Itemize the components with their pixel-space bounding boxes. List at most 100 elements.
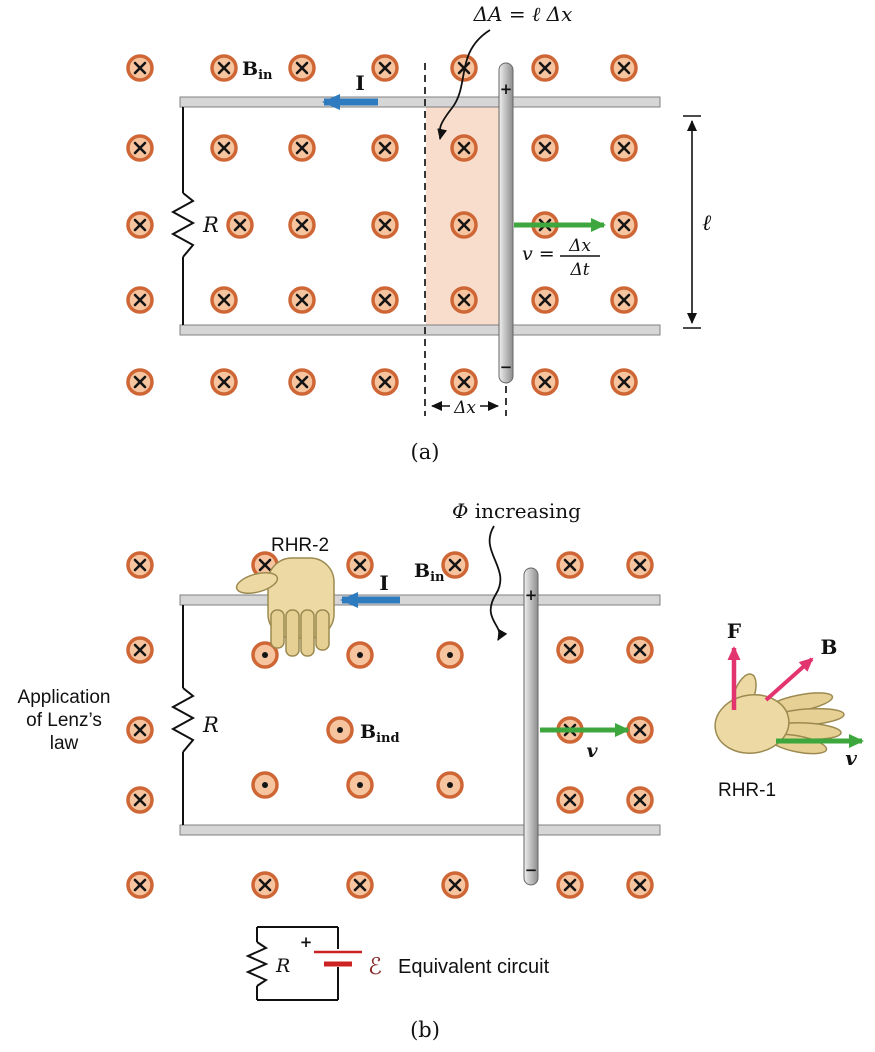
b-in-main-b: B xyxy=(414,560,430,582)
bottom-rail xyxy=(179,324,661,336)
rhr2-finger xyxy=(285,609,300,657)
rod-plus-sign-b: + xyxy=(525,586,538,604)
field-into-page-icon xyxy=(371,368,399,396)
resistor-zigzag-b xyxy=(170,687,196,753)
b-in-sub: in xyxy=(258,68,273,83)
field-into-page-icon xyxy=(126,786,154,814)
field-into-page-icon xyxy=(441,551,469,579)
rhr2-label: RHR-2 xyxy=(271,535,329,556)
battery-plus-sign: + xyxy=(300,933,313,951)
field-out-of-page-icon xyxy=(346,641,374,669)
field-into-page-icon xyxy=(126,368,154,396)
bottom-rail-b xyxy=(179,824,661,836)
top-rail xyxy=(179,96,661,108)
velocity-eq-prefix: v = xyxy=(522,243,555,265)
top-rail-b xyxy=(179,594,661,606)
field-into-page-icon xyxy=(126,551,154,579)
swept-area-label: ΔA = ℓ Δx xyxy=(473,2,573,26)
emf-label: ℰ xyxy=(368,954,382,980)
panel-b: RHR-2 + − I Bin Φ increasing Application… xyxy=(18,499,864,1042)
rod-minus-sign: − xyxy=(500,358,513,376)
resistor-zigzag xyxy=(170,192,196,258)
field-into-page-icon xyxy=(288,368,316,396)
field-into-page-icon xyxy=(556,551,584,579)
field-into-page-icon xyxy=(531,134,559,162)
field-into-page-icon xyxy=(126,716,154,744)
b-in-main: B xyxy=(242,58,258,80)
field-into-page-icon xyxy=(126,871,154,899)
flux-label: Φ increasing xyxy=(452,499,581,523)
field-into-page-icon xyxy=(626,636,654,664)
application-label-line3: law xyxy=(50,733,79,754)
circuit-resistor-label: R xyxy=(275,955,290,977)
field-into-page-icon xyxy=(610,286,638,314)
field-into-page-icon xyxy=(346,871,374,899)
field-out-of-page-icon xyxy=(346,771,374,799)
area-leader-arrow xyxy=(437,29,491,140)
field-into-page-icon xyxy=(531,286,559,314)
flux-leader-arrow xyxy=(488,525,508,641)
bfield-label: B xyxy=(821,635,838,659)
field-into-page-icon xyxy=(441,871,469,899)
b-in-label-b: Bin xyxy=(414,560,445,585)
application-label-line1: Application xyxy=(18,687,111,708)
field-into-page-icon xyxy=(531,368,559,396)
conducting-rod-b xyxy=(523,567,539,886)
field-into-page-icon xyxy=(610,211,638,239)
field-into-page-icon xyxy=(626,871,654,899)
field-into-page-icon xyxy=(450,134,478,162)
circuit-resistor-zigzag xyxy=(245,941,269,987)
velocity-eq-numerator: Δx xyxy=(568,236,591,256)
field-into-page-icon xyxy=(626,716,654,744)
length-label: ℓ xyxy=(702,211,712,236)
field-into-page-icon xyxy=(210,134,238,162)
rod-plus-sign: + xyxy=(500,80,513,98)
equivalent-circuit-caption: Equivalent circuit xyxy=(398,956,550,978)
rhr2-hand xyxy=(235,557,335,657)
flux-phi: Φ xyxy=(452,499,468,523)
field-into-page-icon xyxy=(626,786,654,814)
rhr2-thumb xyxy=(235,571,279,595)
panel-a: + − I Bin R ΔA = ℓ Δx v = Δx Δt ℓ Δx (a) xyxy=(126,2,712,464)
b-ind-label: Bind xyxy=(360,721,400,746)
b-in-label: Bin xyxy=(242,58,273,83)
field-into-page-icon xyxy=(210,368,238,396)
b-in-sub-b: in xyxy=(430,570,445,585)
current-label-b: I xyxy=(379,571,388,595)
force-label: F xyxy=(727,619,741,643)
equivalent-circuit: + R ℰ Equivalent circuit xyxy=(245,926,550,1001)
field-into-page-icon xyxy=(450,368,478,396)
field-into-page-icon xyxy=(126,134,154,162)
induced-field-symbols xyxy=(251,641,464,799)
field-into-page-icon xyxy=(556,871,584,899)
application-label-line2: of Lenz’s xyxy=(26,710,102,731)
field-into-page-icon xyxy=(288,211,316,239)
field-into-page-icon xyxy=(210,286,238,314)
field-into-page-icon xyxy=(450,286,478,314)
field-into-page-icon xyxy=(371,134,399,162)
panel-a-caption: (a) xyxy=(411,440,440,464)
conducting-rod xyxy=(498,62,514,384)
velocity-label-b: v xyxy=(586,740,598,762)
field-into-page-icon xyxy=(126,211,154,239)
field-out-of-page-icon xyxy=(436,641,464,669)
field-into-page-icon xyxy=(450,211,478,239)
rhr2-finger xyxy=(300,609,315,657)
field-into-page-icon xyxy=(610,54,638,82)
field-into-page-icon xyxy=(126,54,154,82)
field-into-page-icon xyxy=(531,54,559,82)
field-into-page-icon xyxy=(210,54,238,82)
field-into-page-icon xyxy=(346,551,374,579)
velocity-eq-denominator: Δt xyxy=(569,260,589,280)
field-into-page-icon xyxy=(371,211,399,239)
field-into-page-icon xyxy=(288,54,316,82)
field-into-page-icon xyxy=(556,636,584,664)
resistor-label: R xyxy=(202,213,219,237)
rod-minus-sign-b: − xyxy=(525,861,538,879)
rhr2-finger xyxy=(270,609,285,649)
panel-b-caption: (b) xyxy=(410,1018,440,1042)
field-into-page-icon xyxy=(610,368,638,396)
flux-text: increasing xyxy=(468,499,581,523)
rhr1-name-label: RHR-1 xyxy=(718,780,776,801)
